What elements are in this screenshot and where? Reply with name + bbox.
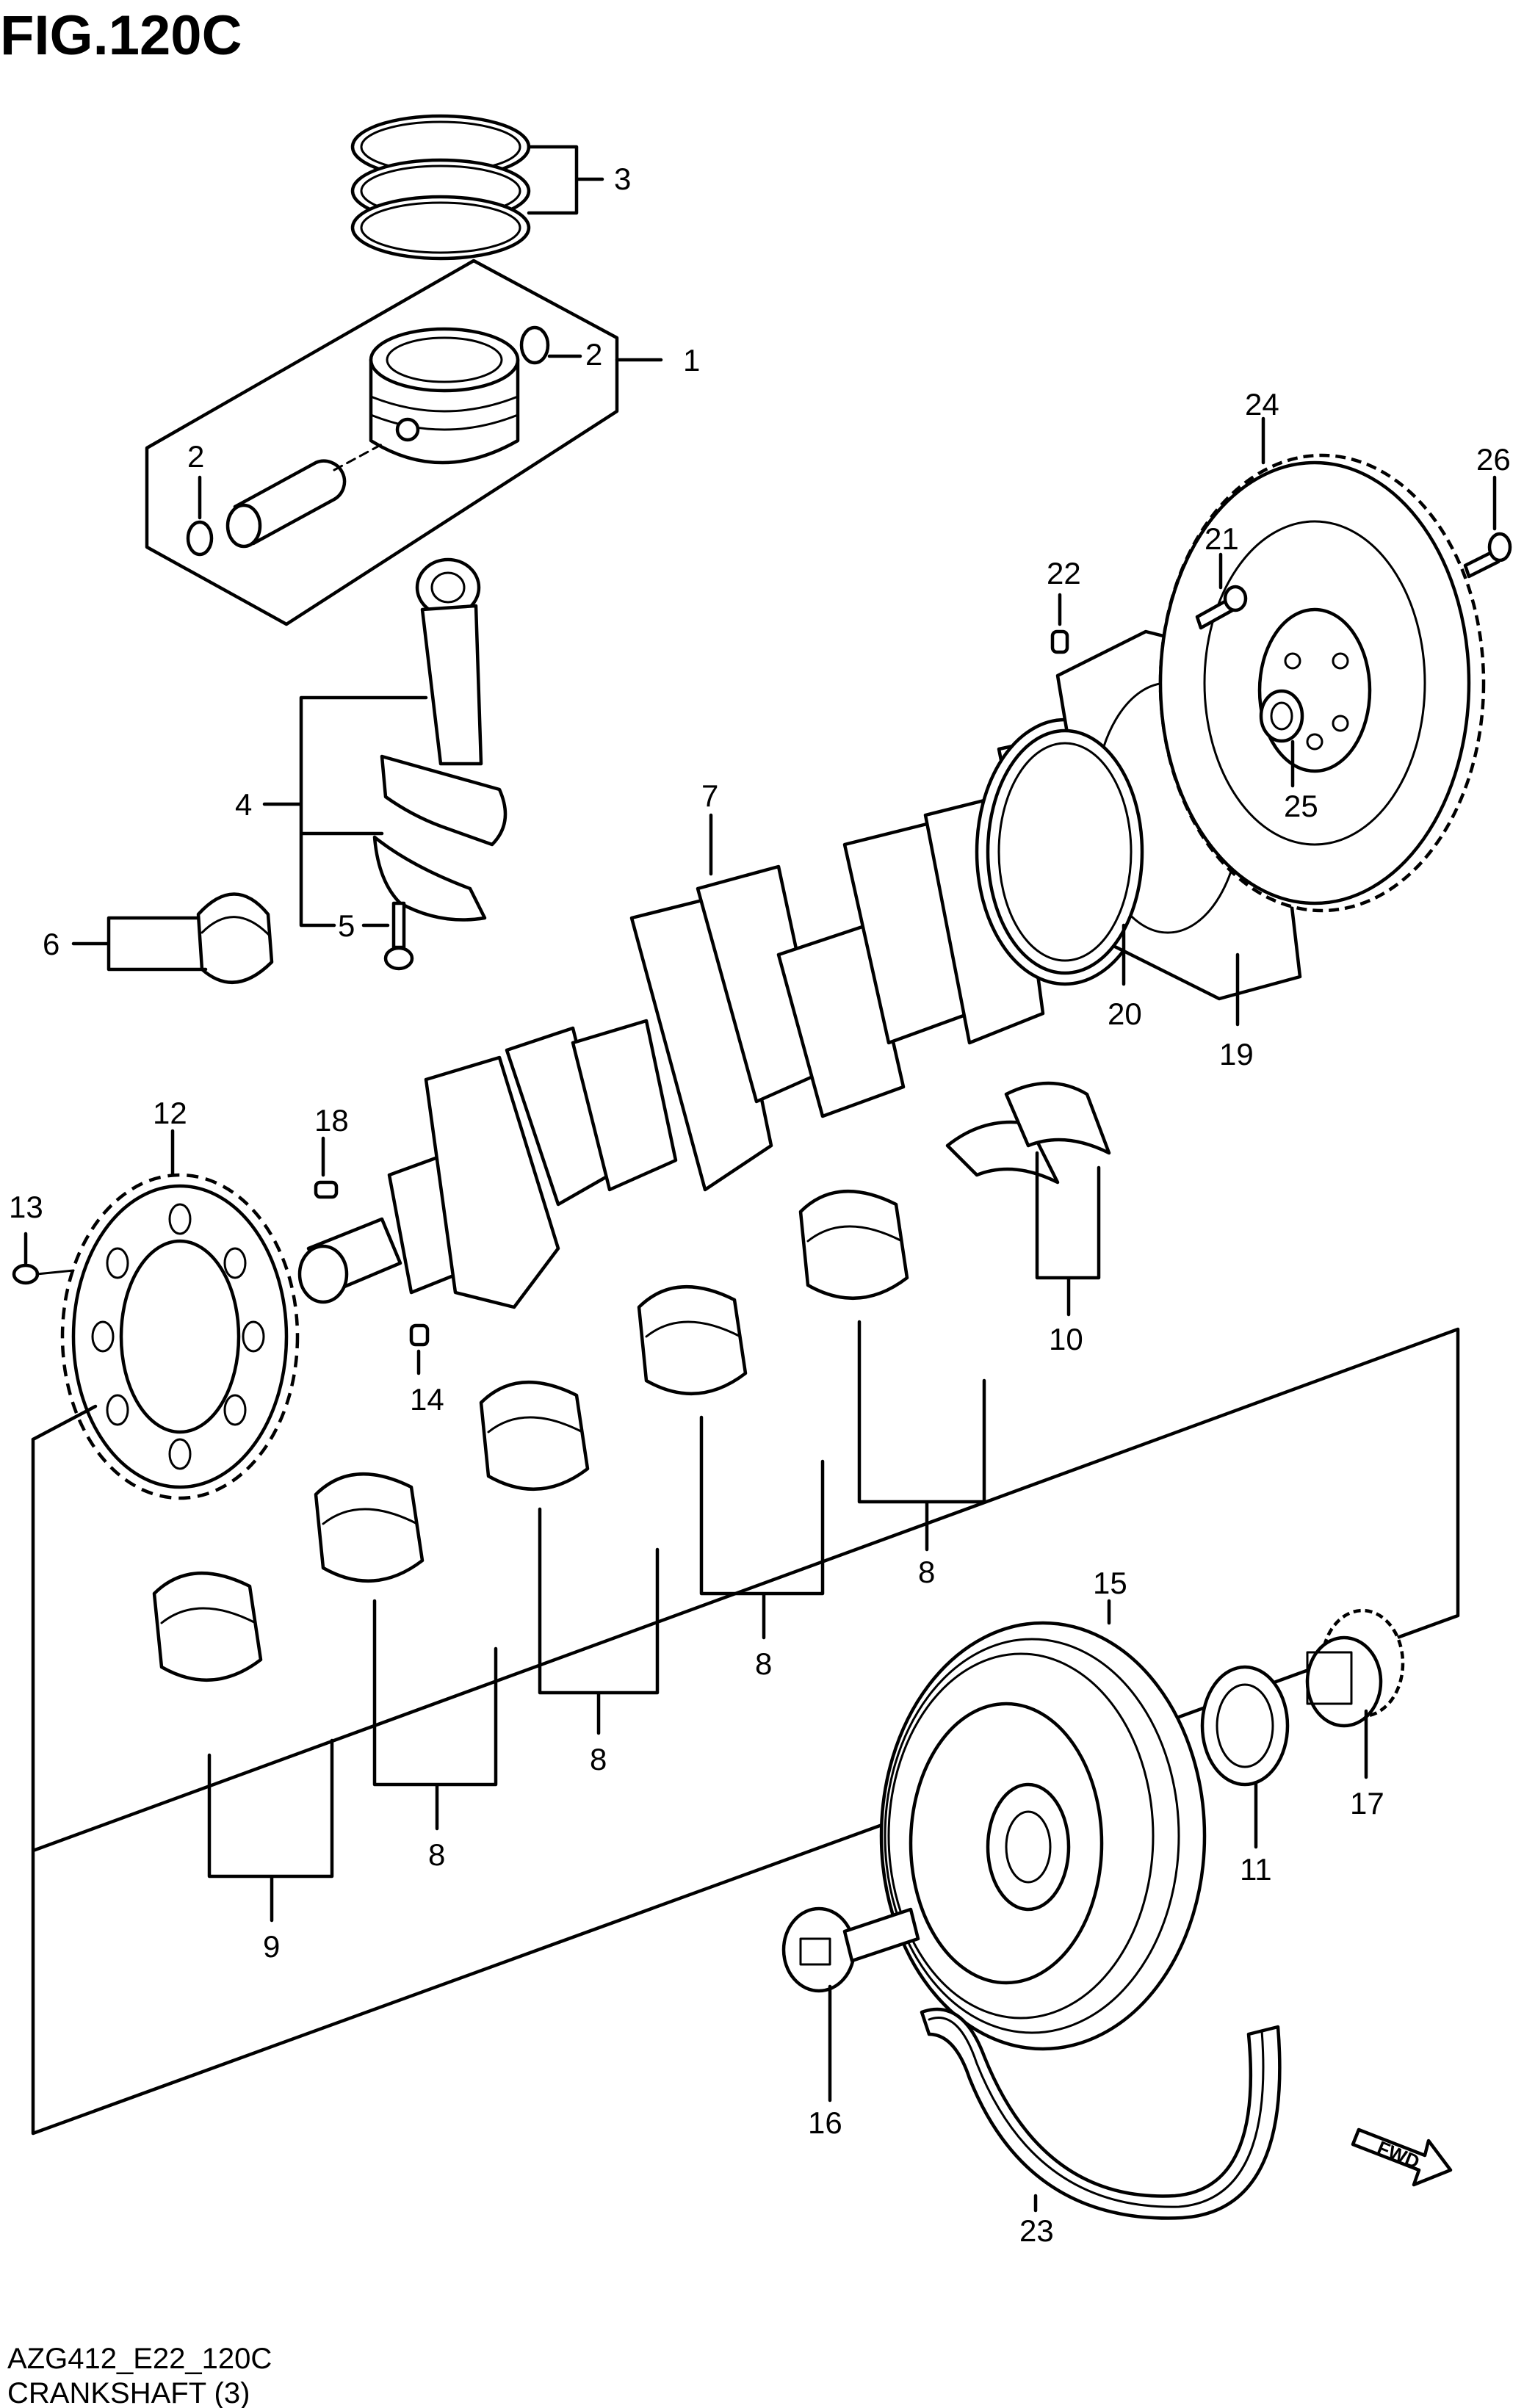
main-bearing-2[interactable] [637,1284,748,1396]
callout-10: 10 [1049,1322,1083,1356]
piston-pin[interactable] [225,443,383,549]
figure-caption: CRANKSHAFT (3) [7,2377,250,2408]
callout-4: 4 [235,787,252,822]
callout-8-b: 8 [755,1646,772,1681]
callout-16: 16 [808,2105,842,2140]
rod-bolt[interactable] [383,901,414,971]
fwd-label: FWD [1374,2136,1423,2173]
callout-26: 26 [1476,442,1511,477]
leader-8a [857,1320,986,1552]
callout-8-c: 8 [590,1742,607,1776]
callout-21: 21 [1205,521,1239,556]
callout-2-upper: 2 [585,337,602,372]
callout-8-a: 8 [918,1555,935,1589]
drawing-code: AZG412_E22_120C [7,2343,272,2375]
callout-2-lower: 2 [187,439,204,474]
main-bearing-1[interactable] [798,1189,909,1301]
piston-group-bracket [145,258,619,626]
callout-25: 25 [1284,789,1318,823]
main-bearing-3[interactable] [479,1380,590,1492]
callout-11: 11 [1240,1852,1272,1887]
piston-rings[interactable] [350,114,531,261]
crank-timing-gear[interactable] [1305,1608,1405,1728]
flywheel[interactable] [1158,453,1486,913]
callout-8-d: 8 [428,1837,445,1872]
callout-13: 13 [9,1190,43,1224]
flywheel-bolt[interactable] [1195,585,1248,630]
leader-10 [1035,1151,1101,1317]
piston[interactable] [369,327,520,465]
callout-17: 17 [1350,1786,1384,1821]
drive-belt[interactable] [920,2007,1282,2220]
callout-9: 9 [263,1929,280,1964]
conrod-bearing[interactable] [196,892,274,985]
callout-1: 1 [683,343,700,377]
main-bearing-4[interactable] [314,1472,425,1583]
callout-20: 20 [1108,997,1142,1031]
dowel-pin[interactable] [409,1323,430,1347]
rear-oil-seal[interactable] [986,728,1144,975]
callout-3: 3 [614,162,631,196]
pulley-bolt[interactable] [781,1906,920,1993]
woodruff-key[interactable] [314,1180,339,1199]
callout-23: 23 [1019,2213,1054,2248]
callout-15: 15 [1093,1566,1127,1600]
circlip-upper[interactable] [519,325,550,365]
leader-3 [527,145,604,215]
callout-7: 7 [701,778,718,813]
crankshaft-pulley[interactable] [879,1621,1207,2051]
callout-5: 5 [338,908,355,943]
connecting-rod[interactable] [372,557,508,922]
leader-9 [207,1738,334,1923]
flywheel-mount-bolt[interactable] [1463,532,1512,579]
callout-19: 19 [1219,1037,1254,1071]
thrust-bearing[interactable] [945,1081,1111,1185]
leader-8d [372,1599,498,1831]
callout-14: 14 [410,1382,444,1417]
pulley-group-bracket [31,1327,1460,2136]
circlip-lower[interactable] [186,520,214,557]
callout-12: 12 [153,1096,187,1130]
callout-6: 6 [43,927,59,961]
bracket-link [31,1404,98,1442]
callout-18: 18 [314,1103,349,1138]
fwd-arrow-icon: FWD [1351,2127,1453,2187]
leader-8c [538,1507,660,1735]
leader-4 [262,695,428,928]
leader-8b [699,1415,825,1640]
sprocket-screw[interactable] [12,1263,75,1285]
callout-24: 24 [1245,387,1279,422]
pilot-bearing[interactable] [1259,689,1304,743]
figure-title: FIG.120C [0,4,242,67]
front-oil-seal[interactable] [1200,1665,1290,1787]
callout-22: 22 [1047,556,1081,590]
main-bearing-5[interactable] [152,1571,263,1682]
timing-sprocket[interactable] [60,1173,300,1500]
leader-6 [71,916,208,972]
housing-dowel[interactable] [1050,629,1069,654]
